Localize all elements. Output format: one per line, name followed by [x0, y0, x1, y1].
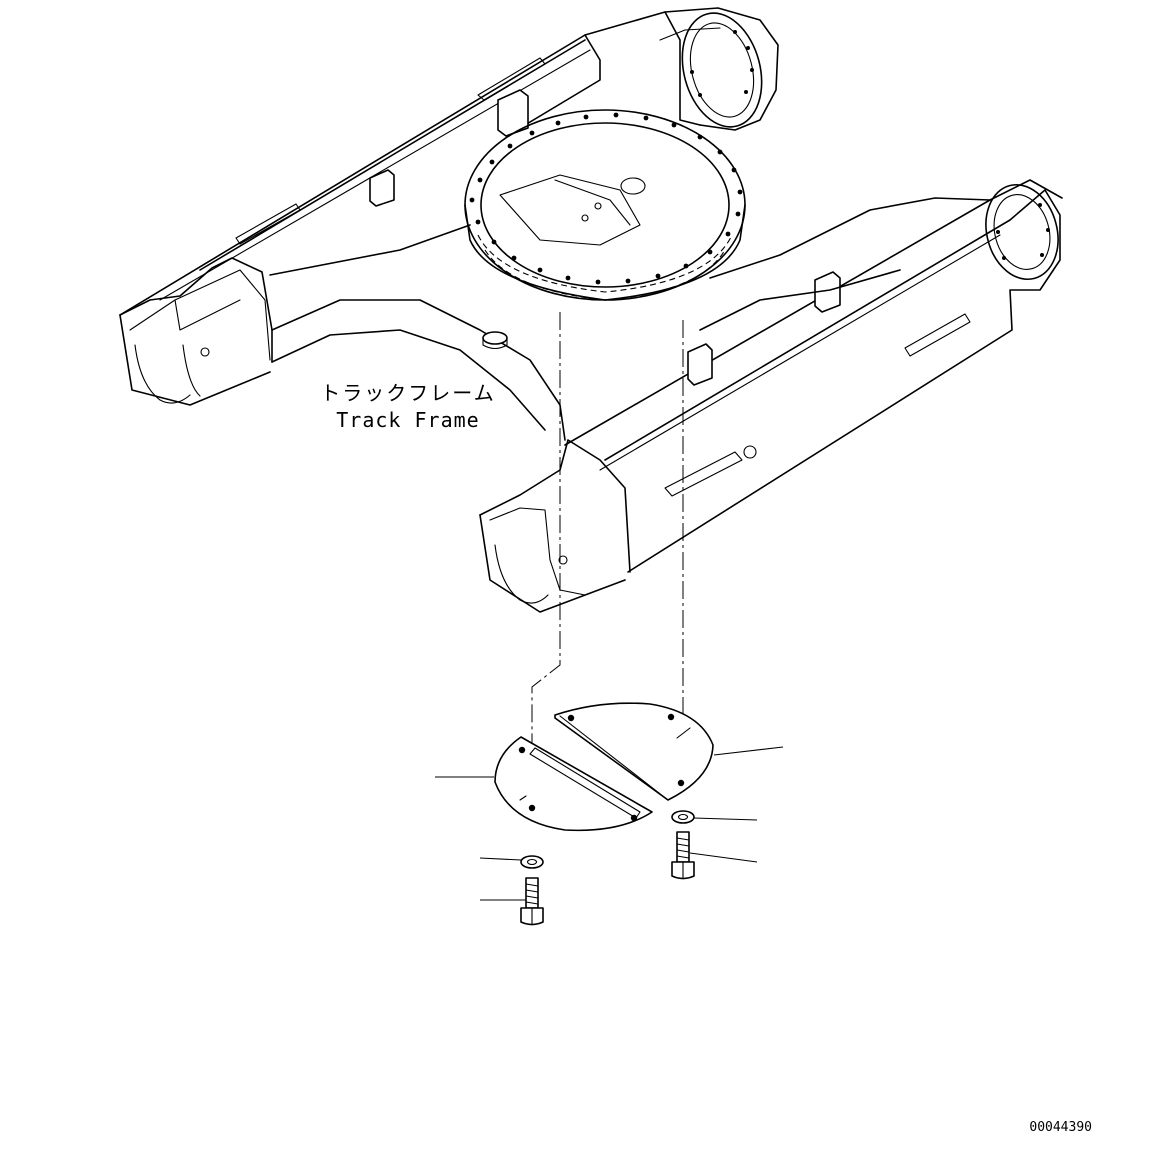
- bolt-hole: [667, 713, 675, 721]
- bolt-hole: [630, 814, 638, 822]
- lower-side-frame: [479, 179, 1063, 613]
- leader-washer-left: [479, 857, 522, 861]
- leader-washer-right: [693, 817, 758, 821]
- bolt-hole: [518, 746, 526, 754]
- part-name-japanese: トラックフレーム: [320, 381, 495, 405]
- part-name-english: Track Frame: [336, 408, 479, 432]
- ring-bolt-holes: [469, 112, 743, 285]
- washer-left: [520, 855, 544, 869]
- cover-plate-right: [554, 702, 714, 801]
- cover-plate-left: [494, 736, 653, 832]
- leader-lines: [435, 746, 784, 901]
- bolt-hole: [567, 714, 575, 722]
- bolt-right: [671, 831, 695, 880]
- track-frame-drawing: [119, 7, 1063, 613]
- drawing-number: 00044390: [1029, 1120, 1092, 1135]
- leader-bolt-right: [689, 852, 758, 863]
- housing-bolt-holes: [690, 30, 1050, 260]
- leader-cover-plate-right: [713, 746, 784, 756]
- bolt-left: [520, 877, 544, 926]
- swing-circle: [464, 109, 746, 301]
- bolt-hole: [528, 804, 536, 812]
- bolt-hole: [677, 779, 685, 787]
- washer-right: [671, 810, 695, 824]
- upper-side-frame: [119, 7, 779, 406]
